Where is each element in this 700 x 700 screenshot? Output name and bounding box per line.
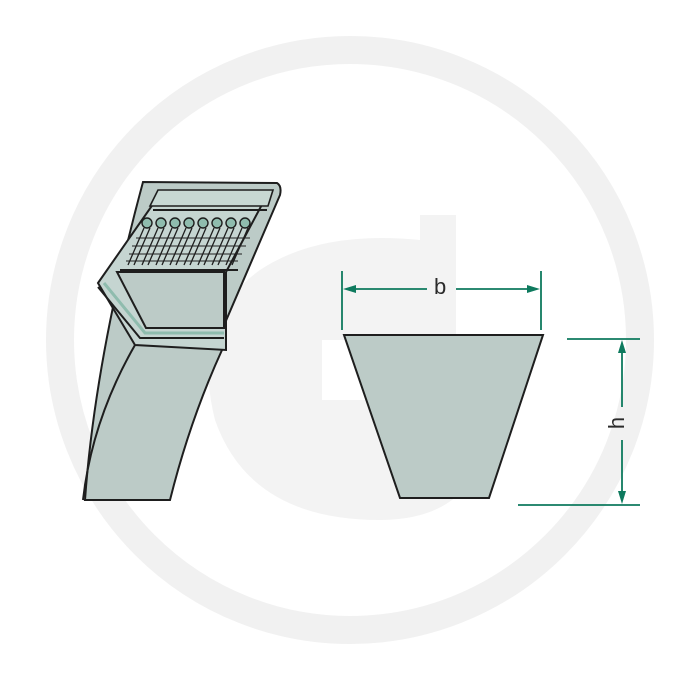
v-belt-perspective [82, 180, 282, 501]
width-label: b [434, 274, 447, 299]
tension-cords-icon [126, 217, 251, 266]
width-dimension [341, 271, 542, 330]
height-label: h [604, 416, 630, 430]
v-belt-cross-section [342, 334, 545, 499]
height-dimension [518, 338, 640, 506]
